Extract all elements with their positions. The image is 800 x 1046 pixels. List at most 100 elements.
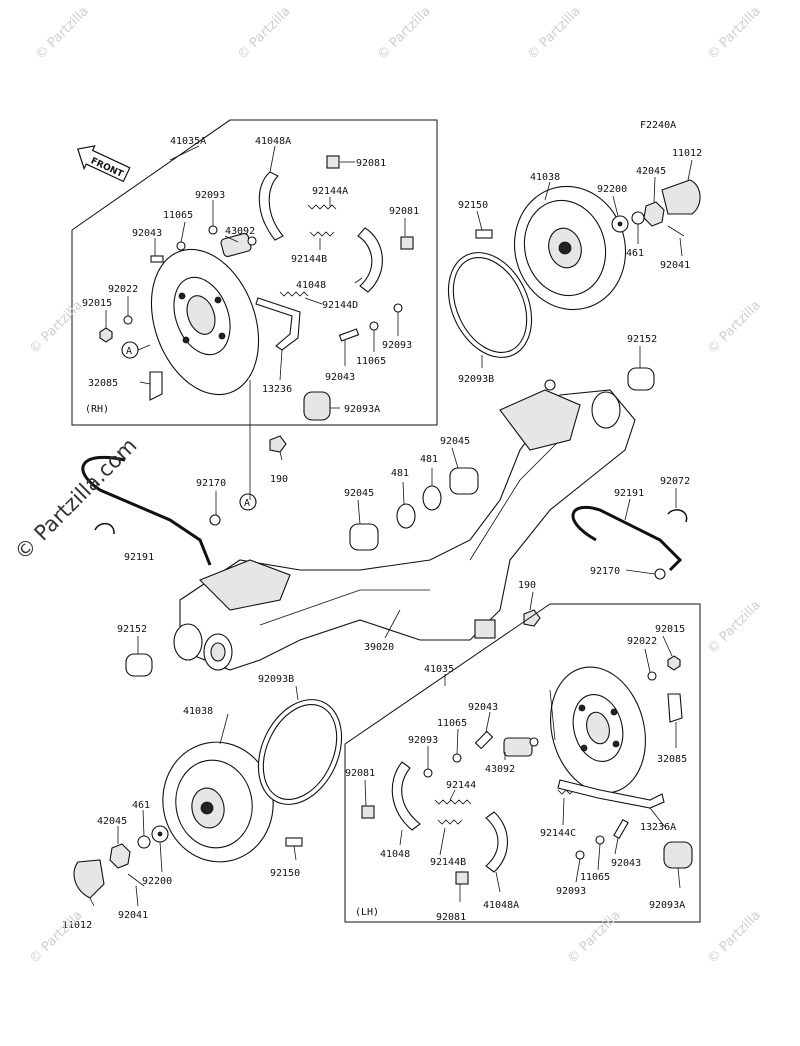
part-label[interactable]: 92150 <box>270 868 300 879</box>
part-label[interactable]: 92093B <box>458 374 494 385</box>
part-label[interactable]: 92093 <box>408 735 438 746</box>
part-label[interactable]: 92045 <box>344 488 374 499</box>
clip-92081-d <box>455 871 469 885</box>
lh-drum-group <box>73 685 343 907</box>
part-label[interactable]: 13236A <box>640 822 676 833</box>
washer-461-lh <box>137 835 151 849</box>
callout-a-center <box>239 493 257 511</box>
part-label[interactable]: 92150 <box>458 200 488 211</box>
part-label[interactable]: 32085 <box>657 754 687 765</box>
part-label[interactable]: 11065 <box>580 872 610 883</box>
part-label[interactable]: 461 <box>626 248 644 259</box>
part-label[interactable]: 92093A <box>649 900 685 911</box>
part-label[interactable]: 92081 <box>356 158 386 169</box>
part-label[interactable]: 92022 <box>108 284 138 295</box>
part-label[interactable]: 92093 <box>195 190 225 201</box>
part-label[interactable]: 41048A <box>483 900 519 911</box>
spring-92144b-lh <box>437 819 463 825</box>
part-label[interactable]: 481 <box>391 468 409 479</box>
cable-92191-lh <box>571 505 683 572</box>
part-label[interactable]: 92152 <box>117 624 147 635</box>
part-label[interactable]: 92022 <box>627 636 657 647</box>
part-label[interactable]: 190 <box>518 580 536 591</box>
part-label[interactable]: 92045 <box>440 436 470 447</box>
part-label[interactable]: 42045 <box>636 166 666 177</box>
diagram-code: F2240A <box>640 120 676 131</box>
part-number-labels: F2240A (RH) (LH) 41035A 41048A 92081 920… <box>62 120 702 931</box>
part-label[interactable]: 11012 <box>62 920 92 931</box>
lever-13236 <box>255 297 301 351</box>
part-label[interactable]: 41038 <box>183 706 213 717</box>
cap-11012-rh <box>661 179 701 215</box>
part-label[interactable]: 92043 <box>132 228 162 239</box>
part-label[interactable]: 92015 <box>82 298 112 309</box>
part-label[interactable]: 11012 <box>672 148 702 159</box>
brake-shoe-41048 <box>357 227 383 293</box>
part-label[interactable]: 481 <box>420 454 438 465</box>
part-label[interactable]: 41038 <box>530 172 560 183</box>
part-label[interactable]: 41048 <box>380 849 410 860</box>
part-label[interactable]: 92015 <box>655 624 685 635</box>
washer-461-rh <box>631 211 645 225</box>
rh-label: (RH) <box>85 404 109 415</box>
nut-92015-lh <box>667 655 681 671</box>
part-label[interactable]: 41035A <box>170 136 206 147</box>
part-label[interactable]: 11065 <box>163 210 193 221</box>
part-label[interactable]: 92170 <box>196 478 226 489</box>
part-label[interactable]: 11065 <box>437 718 467 729</box>
part-label[interactable]: 92144D <box>322 300 358 311</box>
part-label[interactable]: 92041 <box>118 910 148 921</box>
part-label[interactable]: 92093 <box>556 886 586 897</box>
part-label[interactable]: 190 <box>270 474 288 485</box>
spring-92144a <box>307 204 337 210</box>
part-label[interactable]: 92200 <box>142 876 172 887</box>
washer-11065-c <box>452 753 462 763</box>
nut-92015-rh <box>99 327 113 343</box>
part-label[interactable]: 42045 <box>97 816 127 827</box>
bushing-92045-b <box>349 523 379 551</box>
part-label[interactable]: 41048 <box>296 280 326 291</box>
part-label[interactable]: 92191 <box>124 552 154 563</box>
spring-92144 <box>434 799 472 805</box>
part-label[interactable]: 461 <box>132 800 150 811</box>
part-label[interactable]: 92043 <box>468 702 498 713</box>
part-label[interactable]: 92191 <box>614 488 644 499</box>
clip-92081-c <box>361 805 375 819</box>
front-arrow-icon: FRONT <box>76 145 131 183</box>
washer-11065-a <box>176 241 186 251</box>
part-label[interactable]: 92081 <box>345 768 375 779</box>
washer-92093-d <box>575 850 585 860</box>
part-label[interactable]: 11065 <box>356 356 386 367</box>
clamp-92170-rh <box>209 514 221 526</box>
part-label[interactable]: 92072 <box>660 476 690 487</box>
part-label[interactable]: 41048A <box>255 136 291 147</box>
part-label[interactable]: 92170 <box>590 566 620 577</box>
part-label[interactable]: 13236 <box>262 384 292 395</box>
part-label[interactable]: 43092 <box>485 764 515 775</box>
part-label[interactable]: 92043 <box>611 858 641 869</box>
part-label[interactable]: 92144A <box>312 186 348 197</box>
part-label[interactable]: 43092 <box>225 226 255 237</box>
part-label[interactable]: 92043 <box>325 372 355 383</box>
part-label[interactable]: 92093A <box>344 404 380 415</box>
bushing-92152-lh <box>125 653 153 677</box>
part-label[interactable]: 92081 <box>436 912 466 923</box>
part-label[interactable]: 92144B <box>430 857 466 868</box>
cable-92191-rh <box>81 455 212 566</box>
washer-92093-a <box>208 225 218 235</box>
part-label[interactable]: 92144 <box>446 780 476 791</box>
part-label[interactable]: 92144B <box>291 254 327 265</box>
part-label[interactable]: 92200 <box>597 184 627 195</box>
part-label[interactable]: 41035 <box>424 664 454 675</box>
part-label[interactable]: 32085 <box>88 378 118 389</box>
washer-92093-b <box>393 303 403 313</box>
part-label[interactable]: 92093B <box>258 674 294 685</box>
pin-92043-b <box>338 328 360 342</box>
part-label[interactable]: 92144C <box>540 828 576 839</box>
part-label[interactable]: 39020 <box>364 642 394 653</box>
part-label[interactable]: 92093 <box>382 340 412 351</box>
cap-11012-lh <box>73 859 105 899</box>
part-label[interactable]: 92041 <box>660 260 690 271</box>
part-label[interactable]: 92152 <box>627 334 657 345</box>
part-label[interactable]: 92081 <box>389 206 419 217</box>
